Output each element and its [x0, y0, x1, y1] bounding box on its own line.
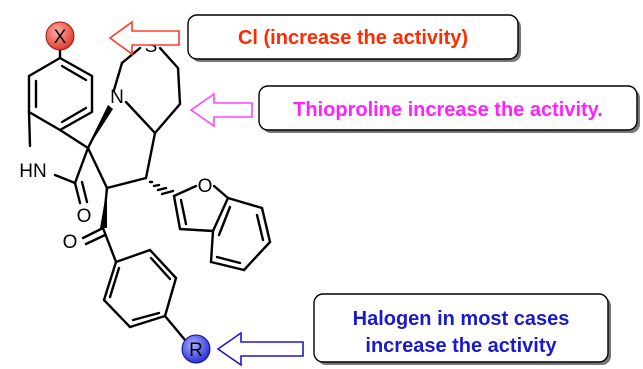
halogen-annotation-line2: increase the activity — [365, 335, 557, 357]
x-group-label: X — [54, 27, 67, 48]
r-group-label: R — [189, 340, 203, 361]
wedge-bond-ketone — [100, 188, 107, 228]
arrow-pink-icon — [189, 92, 253, 128]
molecule-structure — [27, 46, 272, 342]
halogen-annotation-box — [313, 293, 609, 363]
oxygen-furan-atom: O — [198, 176, 213, 197]
oxygen-ketone-atom: O — [63, 232, 78, 253]
cl-annotation-text: Cl (increase the activity) — [238, 27, 468, 49]
cl-annotation-box — [187, 14, 519, 60]
nh-lactam-label: HN — [19, 161, 46, 182]
halogen-annotation-line1: Halogen in most cases — [353, 308, 570, 330]
nitrogen-atom: N — [110, 87, 124, 108]
arrow-red-icon — [108, 20, 180, 56]
thioproline-annotation-box — [258, 85, 638, 131]
x-group-circle — [45, 21, 75, 51]
oxygen-lactam-atom: O — [77, 206, 92, 227]
arrow-blue-icon — [216, 331, 304, 367]
wedge-bond-spiro — [88, 105, 113, 148]
r-group-circle — [181, 334, 211, 364]
thioproline-annotation-text: Thioproline increase the activity. — [293, 99, 603, 121]
